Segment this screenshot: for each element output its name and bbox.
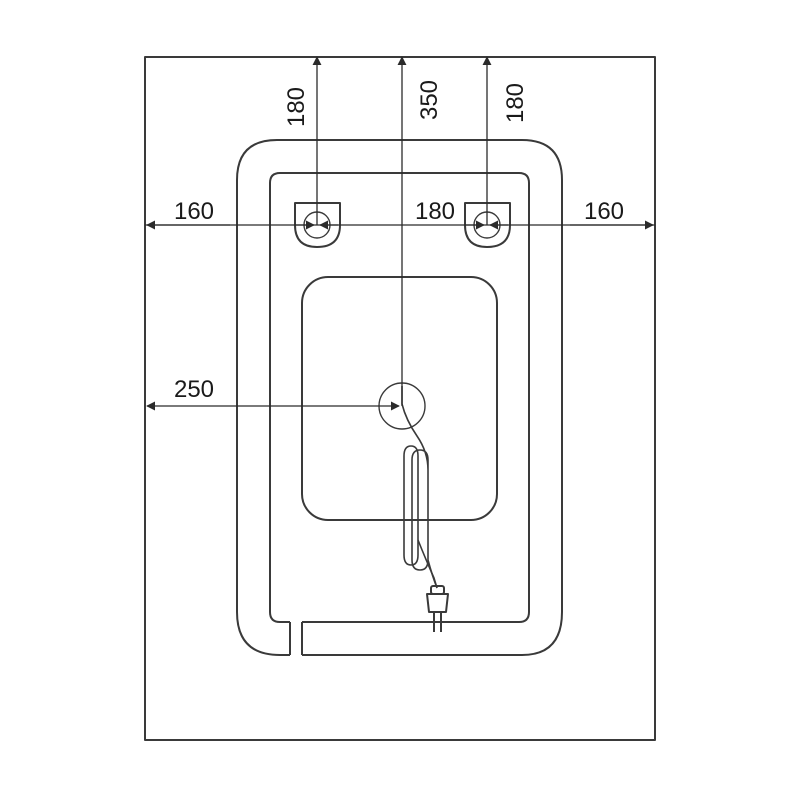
mirror-outer-outline: [236, 139, 563, 656]
mirror-inner-outline: [269, 172, 530, 623]
dim-label-cable-horizontal: 250: [174, 376, 214, 403]
power-cable: [401, 386, 438, 589]
power-plug: [426, 585, 449, 632]
power-cable-loop: [403, 445, 419, 566]
power-cable-tail: [417, 539, 438, 589]
dim-label-left-vertical: 180: [283, 87, 310, 127]
wall-outline: [144, 56, 656, 741]
dim-label-right-horizontal: 160: [584, 198, 624, 225]
dim-label-left-horizontal: 160: [174, 198, 214, 225]
dim-label-spacing: 180: [415, 198, 455, 225]
dim-label-right-vertical: 180: [502, 83, 529, 123]
dim-label-center-vertical: 350: [416, 80, 443, 120]
back-panel: [301, 276, 498, 521]
